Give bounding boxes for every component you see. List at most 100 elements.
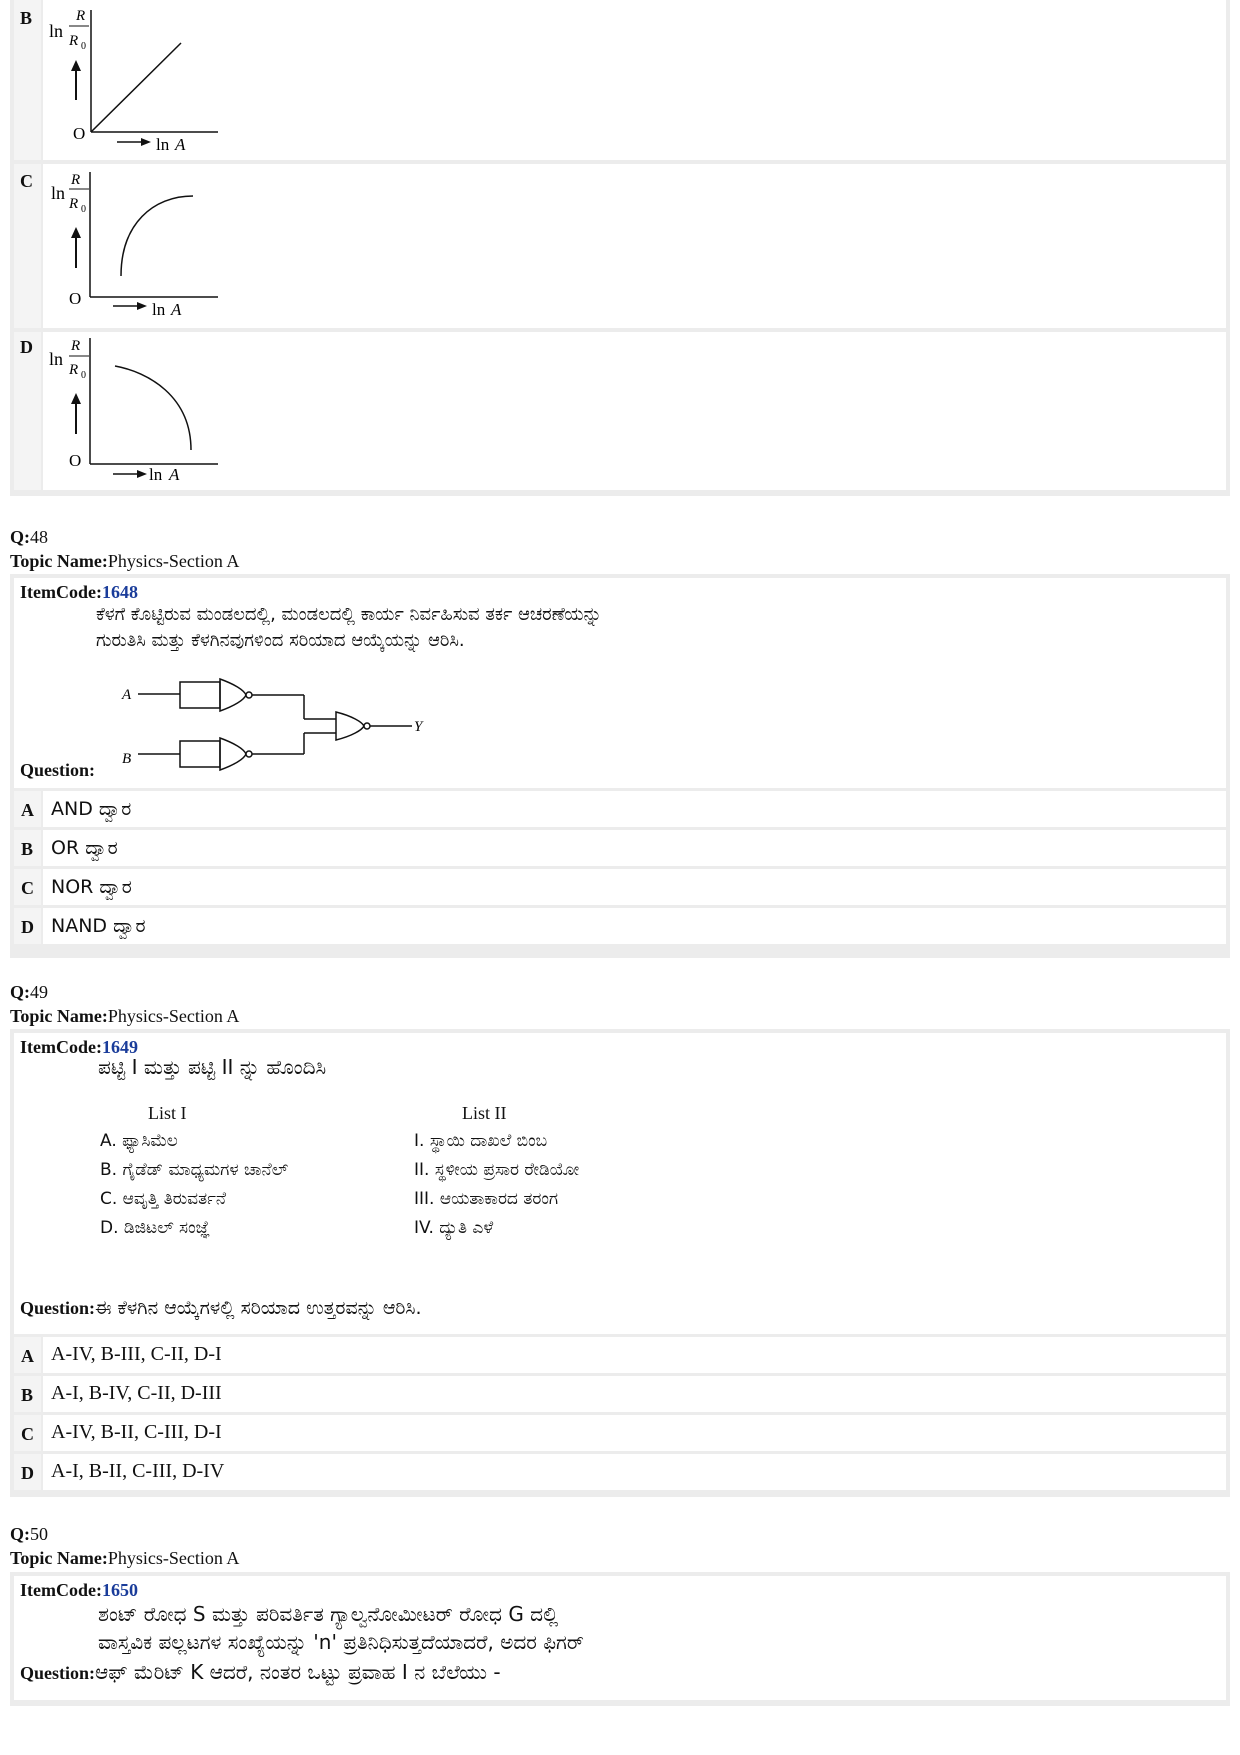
gate-icon bbox=[219, 736, 247, 772]
option-letter-cell: A bbox=[14, 791, 41, 827]
option-letter: C bbox=[20, 171, 33, 191]
graph-curve bbox=[114, 365, 192, 451]
option-content: ln R R 0 O ln A bbox=[43, 164, 1226, 328]
list-2-item: IV. ದ್ಯುತಿ ಎಳೆ bbox=[414, 1218, 494, 1238]
option-a[interactable]: AND ದ್ವಾರ bbox=[43, 791, 1226, 827]
option-c[interactable]: NOR ದ್ವಾರ bbox=[43, 869, 1226, 905]
topic-name: Physics-Section A bbox=[107, 1548, 240, 1568]
option-letter: D bbox=[21, 1463, 34, 1483]
fraction-subscript: 0 bbox=[81, 204, 86, 215]
list-2-item: III. ಆಯತಾಕಾರದ ತರಂಗ bbox=[414, 1189, 559, 1209]
question-text: ಈ ಕೆಳಗಿನ ಆಯ್ಕೆಗಳಲ್ಲಿ ಸರಿಯಾದ ಉತ್ತರವನ್ನು ಆ… bbox=[95, 1297, 422, 1319]
topic-label: Topic Name: bbox=[10, 1548, 108, 1568]
input-b-label: B bbox=[122, 751, 131, 767]
right-arrow-icon bbox=[141, 138, 151, 146]
fraction-subscript: 0 bbox=[81, 41, 86, 52]
list-1-header: List I bbox=[148, 1103, 187, 1123]
question-label: Question: bbox=[20, 760, 96, 780]
option-letter: C bbox=[21, 1424, 34, 1444]
q-number: 49 bbox=[30, 982, 48, 1002]
origin-label: O bbox=[69, 451, 81, 470]
q-label: Q: bbox=[10, 527, 30, 547]
option-letter: A bbox=[21, 1346, 34, 1366]
list-2-item: II. ಸ್ಥಳೀಯ ಪ್ರಸಾರ ರೇಡಿಯೋ bbox=[414, 1160, 580, 1180]
itemcode-label: ItemCode: bbox=[20, 582, 102, 602]
fraction-denominator: R bbox=[68, 362, 78, 378]
right-arrow-icon bbox=[137, 470, 147, 478]
q48-stem: ItemCode:1648 ಕೆಳಗೆ ಕೊಟ್ಟಿರುವ ಮಂಡಲದಲ್ಲಿ,… bbox=[14, 578, 1226, 788]
fraction-numerator: R bbox=[75, 8, 85, 24]
list-2-item: I. ಸ್ಥಾಯಿ ದಾಖಲೆ ಬಿಂಬ bbox=[414, 1131, 548, 1151]
x-axis-var: A bbox=[174, 135, 186, 154]
option-letter: B bbox=[21, 839, 34, 859]
graph-curve bbox=[120, 195, 194, 277]
q-label: Q: bbox=[10, 982, 30, 1002]
option-letter: B bbox=[20, 8, 33, 28]
option-text: A-IV, B-II, C-III, D-I bbox=[51, 1421, 222, 1443]
y-axis-ln: ln bbox=[51, 183, 65, 203]
option-text: AND ದ್ವಾರ bbox=[51, 798, 132, 820]
option-letter: A bbox=[21, 800, 34, 820]
list-2-header: List II bbox=[462, 1103, 507, 1123]
option-content: ln R R 0 O ln A bbox=[43, 0, 1226, 160]
question-label: Question: bbox=[20, 1663, 96, 1683]
q-number: 48 bbox=[30, 527, 48, 547]
output-y-label: Y bbox=[414, 719, 424, 735]
option-letter-cell: C bbox=[14, 1415, 41, 1451]
up-arrow-icon bbox=[71, 393, 81, 404]
option-letter-cell: A bbox=[14, 1337, 41, 1373]
topic-label: Topic Name: bbox=[10, 551, 108, 571]
question-text-line: ಶಂಟ್ ರೋಧ S ಮತ್ತು ಪರಿವರ್ತಿತ ಗ್ಯಾಲ್ವನೋಮೀಟರ… bbox=[98, 1602, 559, 1626]
fraction-numerator: R bbox=[70, 172, 80, 188]
question-header-49: Q:49 Topic Name:Physics-Section A bbox=[10, 980, 239, 1028]
q-label: Q: bbox=[10, 1524, 30, 1544]
input-a-label: A bbox=[121, 687, 132, 703]
y-axis-ln: ln bbox=[49, 349, 63, 369]
itemcode-value: 1650 bbox=[101, 1580, 138, 1600]
option-letter: D bbox=[20, 337, 33, 357]
option-row-c: C bbox=[14, 164, 41, 328]
itemcode-value: 1649 bbox=[101, 1037, 138, 1057]
option-letter: D bbox=[21, 917, 34, 937]
x-axis-ln: ln bbox=[156, 135, 170, 154]
fraction-subscript: 0 bbox=[81, 370, 86, 381]
question-text-line: ಪಟ್ಟಿ I ಮತ್ತು ಪಟ್ಟಿ II ನ್ನು ಹೊಂದಿಸಿ bbox=[98, 1055, 327, 1079]
up-arrow-icon bbox=[71, 60, 81, 71]
option-c[interactable]: A-IV, B-II, C-III, D-I bbox=[43, 1415, 1226, 1451]
option-text: OR ದ್ವಾರ bbox=[51, 837, 118, 859]
question-text-line: ಆಫ್ ಮೆರಿಟ್ K ಆದರೆ, ನಂತರ ಒಟ್ಟು ಪ್ರವಾಹ I ನ… bbox=[95, 1660, 501, 1684]
option-a[interactable]: A-IV, B-III, C-II, D-I bbox=[43, 1337, 1226, 1373]
itemcode-value: 1648 bbox=[101, 582, 138, 602]
fraction-denominator: R bbox=[68, 196, 78, 212]
option-letter-cell: D bbox=[14, 908, 41, 944]
option-text: A-I, B-II, C-III, D-IV bbox=[51, 1460, 225, 1482]
graph-concave: ln R R 0 O ln A bbox=[51, 172, 218, 319]
list-1-item: A. ಫ್ಯಾಸಿಮೆಲ bbox=[100, 1131, 178, 1151]
list-1-item: B. ಗೈಡೆಡ್ ಮಾಧ್ಯಮಗಳ ಚಾನೆಲ್ bbox=[100, 1160, 289, 1180]
graph-curve bbox=[90, 42, 182, 133]
option-d[interactable]: NAND ದ್ವಾರ bbox=[43, 908, 1226, 944]
graph-concave-down: ln R R 0 O ln A bbox=[49, 338, 218, 484]
option-text: NAND ದ್ವಾರ bbox=[51, 915, 146, 937]
question-header-50: Q:50 Topic Name:Physics-Section A bbox=[10, 1522, 239, 1570]
up-arrow-icon bbox=[71, 227, 81, 238]
question-text-line: ವಾಸ್ತವಿಕ ಪಲ್ಲಟಗಳ ಸಂಖ್ಯೆಯನ್ನು 'n' ಪ್ರತಿನಿ… bbox=[98, 1630, 584, 1654]
option-text: A-IV, B-III, C-II, D-I bbox=[51, 1343, 222, 1365]
itemcode-label: ItemCode: bbox=[20, 1580, 102, 1600]
option-letter: C bbox=[21, 878, 34, 898]
list-1-item: D. ಡಿಜಿಟಲ್ ಸಂಜ್ಞೆ bbox=[100, 1218, 211, 1238]
option-b[interactable]: OR ದ್ವಾರ bbox=[43, 830, 1226, 866]
graph-linear: ln R R 0 O ln A bbox=[49, 8, 218, 154]
option-b[interactable]: A-I, B-IV, C-II, D-III bbox=[43, 1376, 1226, 1412]
q49-stem: ItemCode:1649 ಪಟ್ಟಿ I ಮತ್ತು ಪಟ್ಟಿ II ನ್ನ… bbox=[14, 1033, 1226, 1334]
option-letter: B bbox=[21, 1385, 34, 1405]
x-axis-var: A bbox=[170, 300, 182, 319]
list-1-item: C. ಆವೃತ್ತಿ ತಿರುವರ್ತನೆ bbox=[100, 1189, 227, 1209]
topic-name: Physics-Section A bbox=[107, 1006, 240, 1026]
origin-label: O bbox=[73, 124, 85, 143]
option-letter-cell: D bbox=[14, 1454, 41, 1490]
option-d[interactable]: A-I, B-II, C-III, D-IV bbox=[43, 1454, 1226, 1490]
question-label: Question: bbox=[20, 1298, 96, 1318]
gate-icon bbox=[335, 711, 365, 741]
x-axis-var: A bbox=[168, 465, 180, 484]
